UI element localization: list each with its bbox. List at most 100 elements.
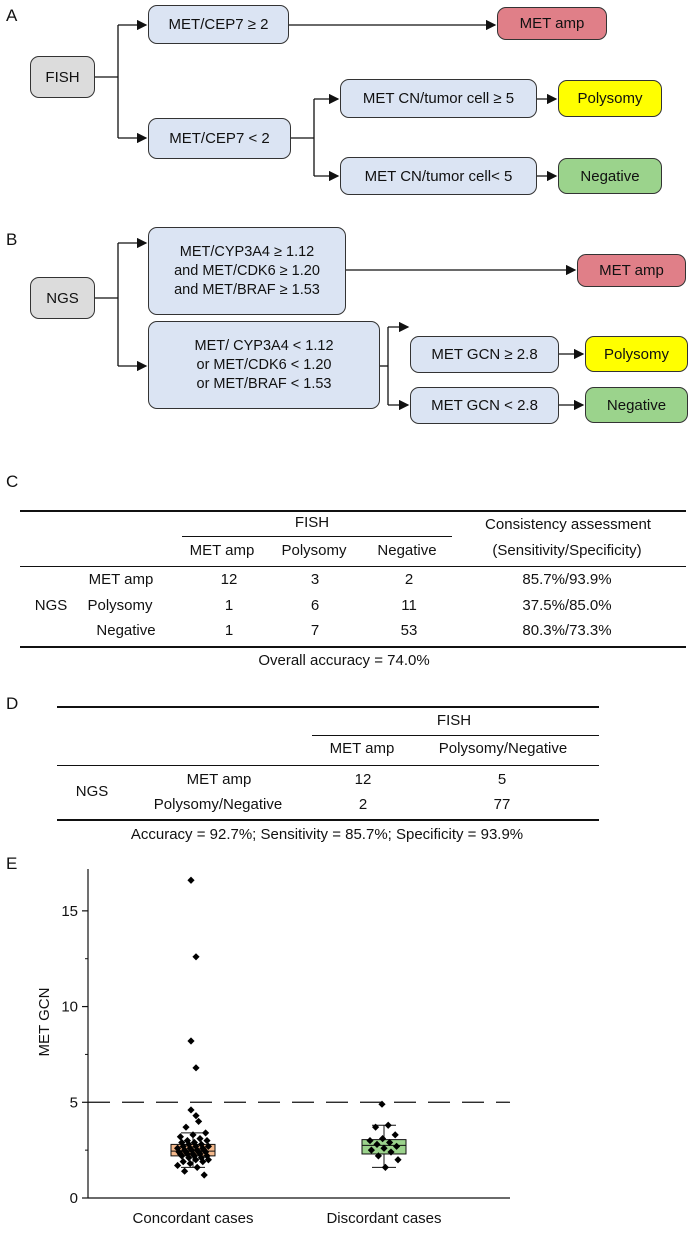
x-category-label: Concordant cases <box>133 1210 254 1227</box>
data-point <box>378 1100 386 1108</box>
fish-box: FISH <box>30 56 95 98</box>
data-point <box>174 1161 182 1170</box>
data-point <box>199 1158 207 1166</box>
table-d-fish-rule <box>312 735 599 736</box>
data-point <box>196 1135 204 1143</box>
cn-low-box: MET CN/tumor cell< 5 <box>340 157 537 195</box>
data-point <box>174 1144 182 1152</box>
table-c-fish-rule <box>182 536 452 537</box>
data-point <box>202 1129 210 1137</box>
data-point <box>384 1121 392 1129</box>
polysomy-box-b: Polysomy <box>585 336 688 372</box>
table-c-assessment: 85.7%/93.9% <box>522 571 612 588</box>
panel-b-label: B <box>6 230 18 249</box>
panel-d-label: D <box>6 694 19 713</box>
table-c-assessment: 80.3%/73.3% <box>522 622 612 639</box>
table-c-cell: 53 <box>400 622 418 639</box>
data-point <box>176 1133 184 1141</box>
data-point <box>187 876 195 884</box>
data-point <box>179 1158 187 1166</box>
data-point <box>178 1152 186 1160</box>
table-c-top-rule <box>20 510 686 512</box>
table-d-cell: 2 <box>358 796 368 813</box>
data-point <box>192 1112 200 1120</box>
x-category-label: Discordant cases <box>326 1210 441 1227</box>
ratio-low-box: MET/CEP7 < 2 <box>148 118 291 159</box>
data-point <box>182 1123 190 1131</box>
table-d-bottom-rule <box>57 819 599 821</box>
data-point <box>374 1152 382 1160</box>
negative-box-b: Negative <box>585 387 688 423</box>
table-c-fish-header: FISH <box>294 514 330 531</box>
data-point <box>204 1142 212 1150</box>
ratios-high-box: MET/CYP3A4 ≥ 1.12 and MET/CDK6 ≥ 1.20 an… <box>148 227 346 315</box>
table-d-col-poly-neg: Polysomy/Negative <box>438 740 568 757</box>
panel-e-label: E <box>6 854 18 873</box>
table-d-header-rule <box>57 765 599 766</box>
data-point <box>189 1131 197 1139</box>
table-d-cell: 5 <box>497 771 507 788</box>
data-point <box>372 1123 380 1131</box>
data-point <box>373 1140 381 1148</box>
table-d-col-met-amp: MET amp <box>329 740 395 757</box>
y-tick-label: 5 <box>70 1094 78 1111</box>
data-point <box>192 1156 200 1164</box>
table-c-header-rule <box>20 566 686 567</box>
table-c-footer: Overall accuracy = 74.0% <box>258 652 430 669</box>
data-point <box>197 1140 205 1148</box>
data-point <box>367 1146 375 1154</box>
data-point <box>366 1136 374 1145</box>
table-d-row-label: MET amp <box>186 771 252 788</box>
table-c-cell: 6 <box>310 597 320 614</box>
y-tick-label: 0 <box>70 1190 78 1207</box>
cn-high-box: MET CN/tumor cell ≥ 5 <box>340 79 537 118</box>
panel-a-label: A <box>6 6 18 25</box>
data-point <box>380 1144 388 1152</box>
data-point <box>204 1156 212 1164</box>
data-point <box>188 1146 196 1154</box>
y-axis-label: MET GCN <box>36 988 53 1057</box>
met-amp-box-b: MET amp <box>577 254 686 287</box>
data-point <box>192 1064 200 1072</box>
ratios-low-box: MET/ CYP3A4 < 1.12 or MET/CDK6 < 1.20 or… <box>148 321 380 409</box>
table-d-cell: 12 <box>354 771 372 788</box>
data-point <box>391 1131 399 1139</box>
panel-a-b-connectors <box>95 19 585 411</box>
table-d-top-rule <box>57 706 599 708</box>
panel-c-label: C <box>6 472 19 491</box>
table-d-fish-header: FISH <box>436 712 472 729</box>
data-point <box>181 1167 189 1175</box>
gcn-low-box: MET GCN < 2.8 <box>410 387 559 424</box>
table-d-cell: 77 <box>493 796 511 813</box>
y-tick-label: 10 <box>61 999 78 1016</box>
table-c-row-label: MET amp <box>88 571 154 588</box>
data-point <box>379 1135 387 1143</box>
table-c-col-negative: Negative <box>377 542 437 559</box>
table-c-cell: 3 <box>310 571 320 588</box>
table-c-cell: 1 <box>224 622 234 639</box>
data-point <box>197 1154 205 1162</box>
data-point <box>200 1171 208 1179</box>
ngs-box: NGS <box>30 277 95 319</box>
y-tick-label: 15 <box>61 903 78 920</box>
table-c-cell: 7 <box>310 622 320 639</box>
table-c-assessment: 37.5%/85.0% <box>522 597 612 614</box>
data-point <box>179 1142 187 1150</box>
met-amp-box-a: MET amp <box>497 7 607 40</box>
table-c-bottom-rule <box>20 646 686 648</box>
table-c-row-group: NGS <box>34 597 68 614</box>
ratio-high-box: MET/CEP7 ≥ 2 <box>148 5 289 44</box>
table-d-row-label: Polysomy/Negative <box>153 796 283 813</box>
data-point <box>192 953 200 961</box>
data-point <box>187 1037 195 1045</box>
table-c-row-label: Negative <box>96 622 156 639</box>
data-point <box>187 1106 195 1114</box>
data-point <box>381 1163 389 1171</box>
data-point <box>185 1140 193 1148</box>
data-point <box>185 1154 193 1162</box>
table-c-cell: 12 <box>220 571 238 588</box>
table-c-cell: 2 <box>404 571 414 588</box>
table-c-consistency-sub: (Sensitivity/Specificity) <box>492 542 642 559</box>
table-d-row-group: NGS <box>75 783 109 800</box>
